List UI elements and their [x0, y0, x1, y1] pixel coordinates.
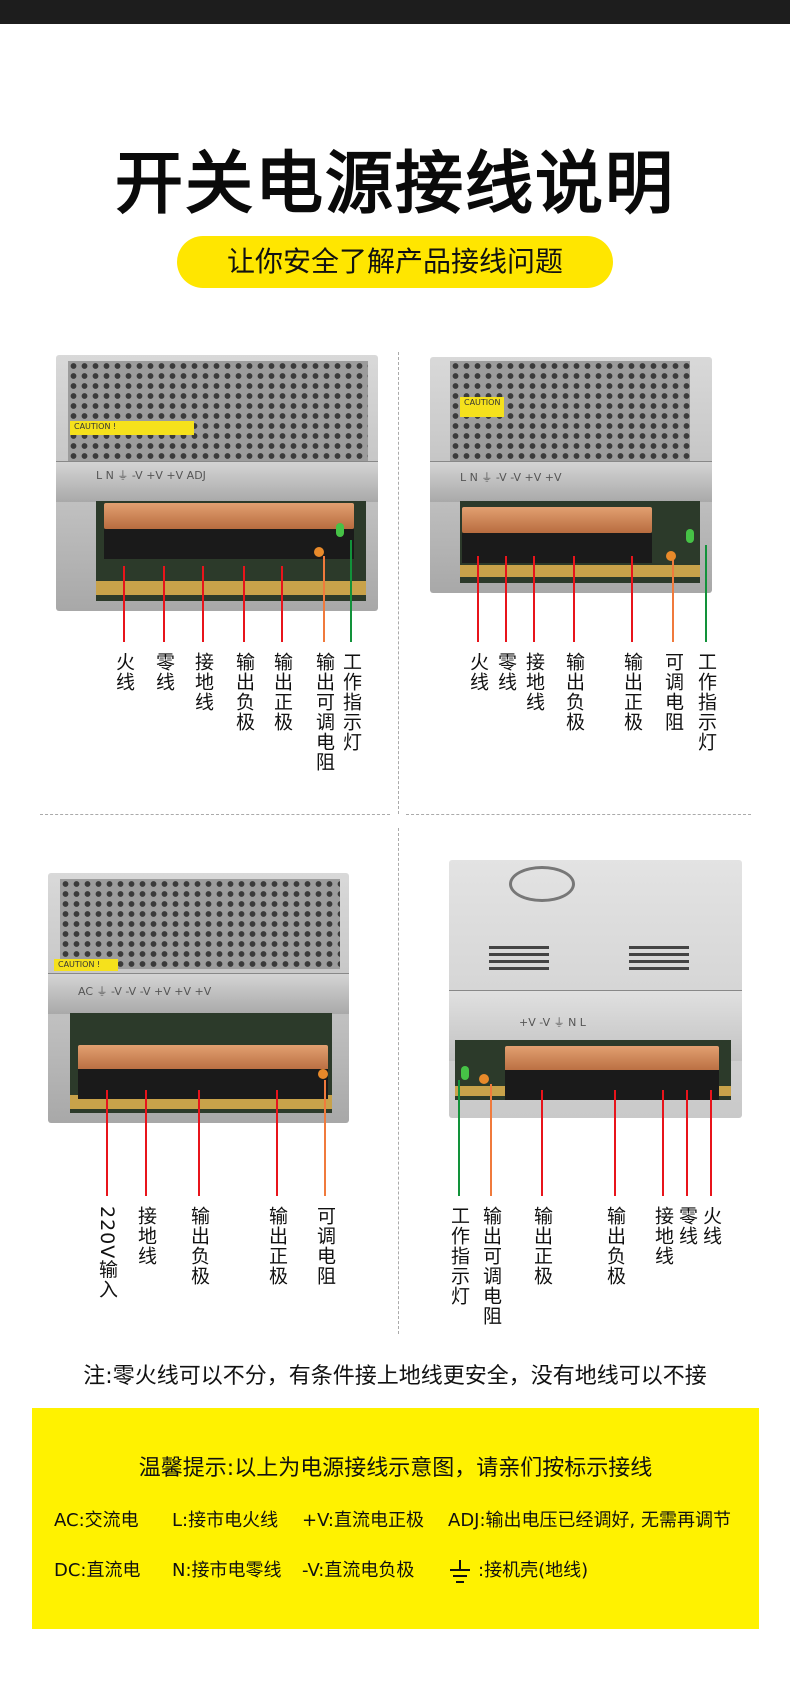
power-supply-image-bottom-right: +V -V ⏚ N L: [449, 860, 742, 1118]
callout-line: [123, 566, 125, 642]
terminal-label: 火线: [467, 652, 489, 692]
callout-line: [145, 1090, 147, 1196]
terminal-label: 火线: [113, 652, 135, 692]
terminal-label: 接地线: [523, 652, 545, 712]
divider-horizontal-right: [406, 814, 751, 815]
terminal-label: 零线: [495, 652, 517, 692]
legend-dc: DC:直流电: [54, 1560, 141, 1581]
terminal-label: 输出负极: [563, 652, 585, 732]
terminal-label: 输出负极: [233, 652, 255, 732]
terminal-label: 接地线: [652, 1206, 674, 1266]
terminal-label: 输出负极: [188, 1206, 210, 1286]
fan-icon: [509, 866, 575, 902]
terminal-label: 工作指示灯: [695, 652, 717, 752]
wiring-note: 注:零火线可以不分，有条件接上地线更安全，没有地线可以不接: [83, 1364, 707, 1389]
terminal-marking: L N ⏚ -V -V +V +V: [460, 471, 562, 484]
callout-line: [505, 556, 507, 642]
callout-line: [281, 566, 283, 642]
top-bar: [0, 0, 790, 24]
callout-line: [106, 1090, 108, 1196]
legend-l: L:接市电火线: [172, 1510, 279, 1531]
subtitle-banner: 让你安全了解产品接线问题: [177, 236, 613, 288]
callout-line: [533, 556, 535, 642]
terminal-label: 接地线: [135, 1206, 157, 1266]
callout-line: [324, 1080, 326, 1196]
tips-box: 温馨提示:以上为电源接线示意图，请亲们按标示接线 AC:交流电 L:接市电火线 +V…: [32, 1408, 759, 1629]
caution-label: CAUTION: [460, 397, 504, 417]
legend-plus-v: +V:直流电正极: [302, 1510, 424, 1531]
divider-horizontal-left: [40, 814, 390, 815]
legend-ac: AC:交流电: [54, 1510, 139, 1531]
terminal-label: 火线: [700, 1206, 722, 1246]
callout-line: [672, 560, 674, 642]
callout-line: [490, 1084, 492, 1196]
callout-line: [163, 566, 165, 642]
legend-n: N:接市电零线: [172, 1560, 282, 1581]
terminal-label: 220V输入: [96, 1206, 118, 1300]
callout-line: [198, 1090, 200, 1196]
callout-line: [662, 1090, 664, 1196]
ground-symbol-icon: [448, 1560, 478, 1583]
callout-line: [614, 1090, 616, 1196]
terminal-label: 工作指示灯: [448, 1206, 470, 1306]
callout-line: [243, 566, 245, 642]
terminal-label: 输出正极: [531, 1206, 553, 1286]
divider-vertical-bottom: [398, 828, 399, 1334]
callout-line: [710, 1090, 712, 1196]
callout-line: [458, 1080, 460, 1196]
terminal-label: 输出负极: [604, 1206, 626, 1286]
page-title: 开关电源接线说明: [114, 145, 675, 224]
callout-line: [541, 1090, 543, 1196]
callout-line: [631, 556, 633, 642]
legend-row-1: AC:交流电 L:接市电火线 +V:直流电正极 ADJ:输出电压已经调好, 无需再调节: [54, 1506, 731, 1532]
terminal-label: 零线: [676, 1206, 698, 1246]
terminal-label: 输出可调电阻: [480, 1206, 502, 1326]
callout-line: [202, 566, 204, 642]
terminal-label: 输出正极: [266, 1206, 288, 1286]
callout-line: [477, 556, 479, 642]
legend-ground: :接机壳(地线): [478, 1560, 589, 1581]
caution-label: CAUTION !: [54, 959, 118, 971]
callout-line: [686, 1090, 688, 1196]
terminal-label: 可调电阻: [662, 652, 684, 732]
terminal-label: 工作指示灯: [340, 652, 362, 752]
callout-line: [573, 556, 575, 642]
power-supply-image-bottom-left: CAUTION ! AC ⏚ -V -V -V +V +V +V: [48, 873, 349, 1123]
terminal-label: 可调电阻: [314, 1206, 336, 1286]
callout-line: [350, 540, 352, 642]
terminal-label: 接地线: [192, 652, 214, 712]
terminal-label: 零线: [153, 652, 175, 692]
terminal-marking: +V -V ⏚ N L: [519, 1016, 586, 1029]
callout-line: [705, 545, 707, 642]
legend-row-2: DC:直流电 N:接市电零线 -V:直流电负极 :接机壳(地线): [54, 1556, 589, 1583]
caution-label: CAUTION !: [70, 421, 194, 435]
legend-adj: ADJ:输出电压已经调好, 无需再调节: [448, 1510, 731, 1531]
tips-title: 温馨提示:以上为电源接线示意图，请亲们按标示接线: [138, 1456, 653, 1481]
legend-minus-v: -V:直流电负极: [302, 1560, 415, 1581]
terminal-label: 输出可调电阻: [313, 652, 335, 772]
divider-vertical-top: [398, 352, 399, 814]
power-supply-image-top-left: CAUTION ! L N ⏚ -V +V +V ADJ: [56, 355, 378, 611]
terminal-label: 输出正极: [271, 652, 293, 732]
terminal-label: 输出正极: [621, 652, 643, 732]
power-supply-image-top-right: CAUTION L N ⏚ -V -V +V +V: [430, 357, 712, 593]
callout-line: [276, 1090, 278, 1196]
terminal-marking: AC ⏚ -V -V -V +V +V +V: [78, 985, 212, 998]
callout-line: [323, 556, 325, 642]
terminal-marking: L N ⏚ -V +V +V ADJ: [96, 469, 206, 482]
